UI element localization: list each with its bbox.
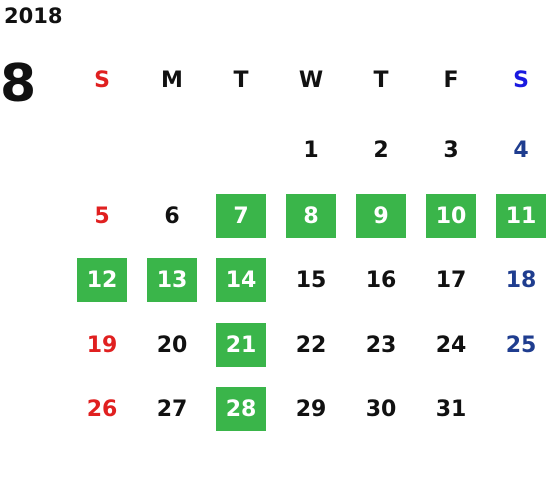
calendar-day-highlighted[interactable]: 12	[77, 258, 127, 302]
weekday-header: S	[94, 67, 110, 93]
calendar-day[interactable]: 15	[295, 267, 327, 293]
calendar-day[interactable]: 18	[505, 267, 537, 293]
weekday-header: F	[443, 67, 459, 93]
calendar-day[interactable]: 25	[505, 332, 537, 358]
calendar-day[interactable]: 31	[435, 396, 467, 422]
calendar-day[interactable]: 26	[86, 396, 118, 422]
calendar-day-highlighted[interactable]: 10	[426, 194, 476, 238]
calendar-day[interactable]: 16	[365, 267, 397, 293]
weekday-header: T	[233, 67, 249, 93]
calendar-day-highlighted[interactable]: 28	[216, 387, 266, 431]
calendar-day[interactable]: 3	[443, 137, 459, 163]
calendar-day[interactable]: 27	[156, 396, 188, 422]
calendar-day[interactable]: 6	[164, 203, 180, 229]
calendar-day[interactable]: 5	[94, 203, 110, 229]
calendar-day[interactable]: 19	[86, 332, 118, 358]
calendar-day[interactable]: 4	[513, 137, 529, 163]
calendar-day-highlighted[interactable]: 14	[216, 258, 266, 302]
weekday-header: S	[513, 67, 529, 93]
calendar-day-highlighted[interactable]: 9	[356, 194, 406, 238]
calendar-day[interactable]: 30	[365, 396, 397, 422]
calendar-day[interactable]: 23	[365, 332, 397, 358]
calendar-day[interactable]: 1	[303, 137, 319, 163]
calendar-day[interactable]: 29	[295, 396, 327, 422]
calendar-day-highlighted[interactable]: 7	[216, 194, 266, 238]
month-number: 8	[0, 54, 37, 114]
calendar-day-highlighted[interactable]: 13	[147, 258, 197, 302]
calendar-day[interactable]: 2	[373, 137, 389, 163]
calendar-day-highlighted[interactable]: 8	[286, 194, 336, 238]
calendar-day[interactable]: 17	[435, 267, 467, 293]
calendar-day-highlighted[interactable]: 21	[216, 323, 266, 367]
calendar-day-highlighted[interactable]: 11	[496, 194, 546, 238]
calendar-day[interactable]: 20	[156, 332, 188, 358]
weekday-header: T	[373, 67, 389, 93]
weekday-header: M	[161, 67, 183, 93]
calendar-day[interactable]: 22	[295, 332, 327, 358]
weekday-header: W	[298, 67, 324, 93]
calendar-day[interactable]: 24	[435, 332, 467, 358]
year-label: 2018	[4, 4, 63, 28]
